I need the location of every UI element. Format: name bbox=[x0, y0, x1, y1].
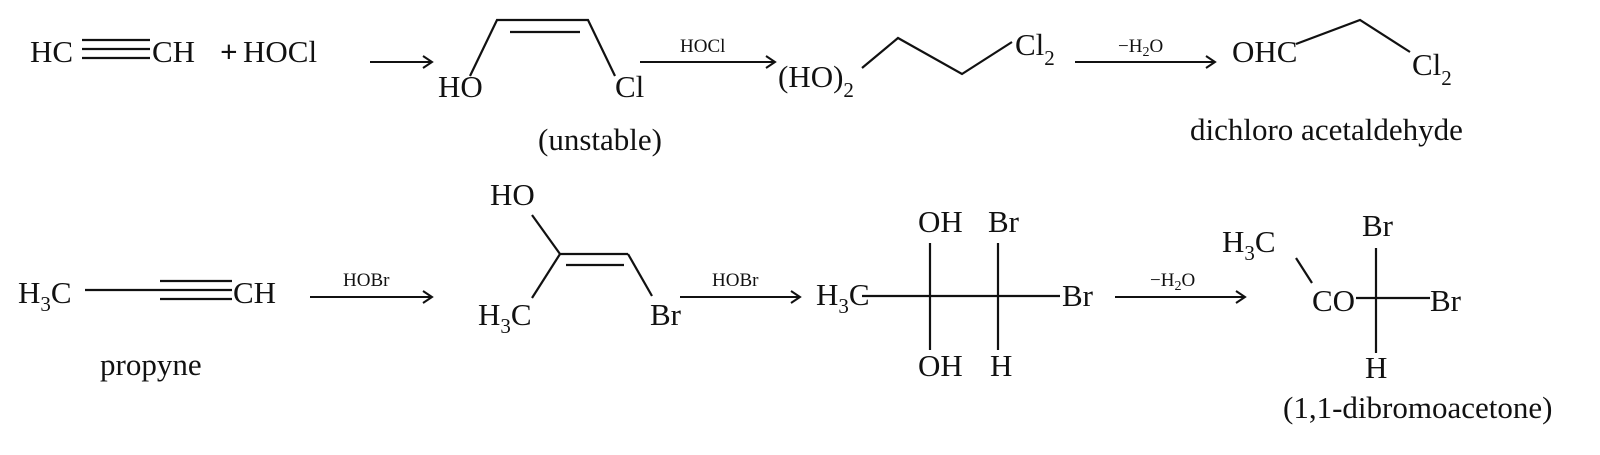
arrow-label-minus-water: −H2O bbox=[1118, 36, 1163, 60]
hydroxyl-label: OH bbox=[918, 348, 963, 383]
product-name: (1,1-dibromoacetone) bbox=[1283, 390, 1552, 425]
acetylene-left: HC bbox=[30, 34, 73, 69]
propyne-name: propyne bbox=[100, 347, 202, 382]
hydroxyl-label: HO bbox=[490, 177, 535, 212]
bromo-enol: HO H3C Br bbox=[478, 177, 682, 338]
svg-text:Cl2: Cl2 bbox=[1015, 27, 1055, 70]
unstable-note: (unstable) bbox=[538, 122, 662, 157]
bromine-label: Br bbox=[1362, 208, 1394, 243]
chloro-enol: HO Cl (unstable) bbox=[438, 18, 662, 157]
svg-text:H3C: H3C bbox=[1222, 224, 1276, 265]
terminal-ch: CH bbox=[233, 275, 276, 310]
arrow-label-hobr: HOBr bbox=[712, 270, 759, 291]
svg-text:Cl2: Cl2 bbox=[1412, 47, 1452, 90]
hydrogen-label: H bbox=[1365, 350, 1387, 385]
carbonyl-label: CO bbox=[1312, 283, 1355, 318]
hydrogen-label: H bbox=[990, 348, 1012, 383]
hydroxyl-label: OH bbox=[918, 204, 963, 239]
subscript: 2 bbox=[843, 78, 854, 102]
chlorine-label: Cl bbox=[1015, 27, 1044, 62]
subscript: 2 bbox=[1441, 66, 1452, 90]
arrow-label-minus-water: −H2O bbox=[1150, 270, 1195, 294]
reaction-1: HC CH + HOCl HO Cl (unstable) HOCl (HO)2… bbox=[30, 18, 1463, 157]
arrow-label-hocl: HOCl bbox=[680, 36, 725, 57]
propyne: H3C CH propyne bbox=[18, 275, 276, 382]
chlorine-label: Cl bbox=[1412, 47, 1441, 82]
bromine-label: Br bbox=[1062, 278, 1094, 313]
dichloroacetaldehyde: OHC Cl2 dichloro acetaldehyde bbox=[1190, 18, 1463, 147]
aldehyde-group: OHC bbox=[1232, 34, 1297, 69]
gem-diol-dichloro: (HO)2 Cl2 bbox=[778, 27, 1055, 102]
dibromoacetone: H3C CO Br Br H (1,1-dibromoacetone) bbox=[1222, 208, 1552, 425]
dihydroxy-group: (HO) bbox=[778, 59, 843, 94]
reagent-hocl: HOCl bbox=[243, 34, 317, 69]
svg-text:H3C: H3C bbox=[478, 297, 532, 338]
bromine-label: Br bbox=[1430, 283, 1462, 318]
chlorine-label: Cl bbox=[615, 69, 644, 104]
triple-bond bbox=[82, 38, 150, 60]
bromohydrin-adduct: H3C OH Br Br OH H bbox=[816, 204, 1094, 383]
hydroxyl-label: HO bbox=[438, 69, 483, 104]
acetylene-right: CH bbox=[152, 34, 195, 69]
subscript: 2 bbox=[1044, 46, 1055, 70]
product-name: dichloro acetaldehyde bbox=[1190, 112, 1463, 147]
svg-text:H3C: H3C bbox=[18, 275, 72, 316]
plus-sign: + bbox=[220, 34, 238, 69]
reaction-2: H3C CH propyne HOBr HO H3C Br HOBr H3C O… bbox=[18, 177, 1552, 425]
bromine-label: Br bbox=[650, 297, 682, 332]
arrow-label-hobr: HOBr bbox=[343, 270, 390, 291]
svg-text:H3C: H3C bbox=[816, 277, 870, 318]
bromine-label: Br bbox=[988, 204, 1020, 239]
svg-text:(HO)2: (HO)2 bbox=[778, 59, 854, 102]
